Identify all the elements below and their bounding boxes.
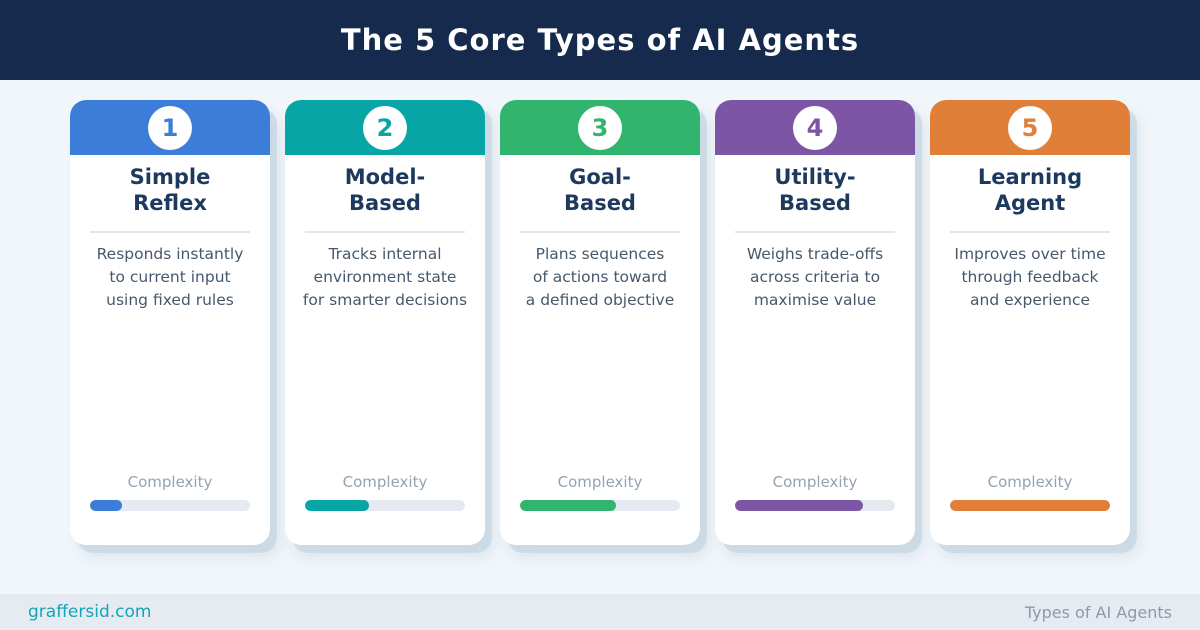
complexity-fill xyxy=(305,500,369,511)
complexity-fill xyxy=(735,500,863,511)
card-header: 5 xyxy=(930,100,1130,155)
card-title: Simple Reflex xyxy=(129,165,211,216)
page-title: The 5 Core Types of AI Agents xyxy=(340,23,860,57)
cards-row: 1 Simple Reflex Responds instantly to cu… xyxy=(0,100,1200,545)
card-number: 1 xyxy=(161,113,179,142)
card-description: Weighs trade-offs across criteria to max… xyxy=(746,245,884,309)
number-badge: 1 xyxy=(148,105,192,150)
card-number: 2 xyxy=(376,113,394,142)
footer-site-url: graffersid.com xyxy=(28,602,152,622)
agent-card: 1 Simple Reflex Responds instantly to cu… xyxy=(70,100,270,545)
title-divider xyxy=(950,231,1110,234)
number-badge: 3 xyxy=(578,105,622,150)
complexity-track xyxy=(305,500,465,511)
complexity-track xyxy=(735,500,895,511)
title-divider xyxy=(90,231,250,234)
card-description: Improves over time through feedback and … xyxy=(954,245,1106,309)
card-title: Utility- Based xyxy=(774,165,856,216)
complexity-track xyxy=(90,500,250,511)
agent-card: 4 Utility- Based Weighs trade-offs acros… xyxy=(715,100,915,545)
agent-card: 2 Model- Based Tracks internal environme… xyxy=(285,100,485,545)
card-description: Tracks internal environment state for sm… xyxy=(302,245,468,309)
number-badge: 4 xyxy=(793,105,837,150)
card-number: 4 xyxy=(806,113,824,142)
card-description: Responds instantly to current input usin… xyxy=(96,245,244,309)
title-divider xyxy=(520,231,680,234)
header-bar: The 5 Core Types of AI Agents xyxy=(0,0,1200,80)
complexity-label: Complexity xyxy=(127,473,213,491)
number-badge: 2 xyxy=(363,105,407,150)
card-header: 4 xyxy=(715,100,915,155)
card-header: 3 xyxy=(500,100,700,155)
complexity-fill xyxy=(520,500,616,511)
complexity-track xyxy=(950,500,1110,511)
title-divider xyxy=(735,231,895,234)
complexity-track xyxy=(520,500,680,511)
complexity-fill xyxy=(90,500,122,511)
complexity-label: Complexity xyxy=(342,473,428,491)
title-divider xyxy=(305,231,465,234)
card-title: Model- Based xyxy=(344,165,426,216)
number-badge: 5 xyxy=(1008,105,1052,150)
card-number: 5 xyxy=(1021,113,1039,142)
complexity-label: Complexity xyxy=(987,473,1073,491)
card-description: Plans sequences of actions toward a defi… xyxy=(525,245,675,309)
footer-bar: graffersid.com Types of AI Agents xyxy=(0,594,1200,630)
footer-caption: Types of AI Agents xyxy=(1024,602,1172,622)
card-title: Learning Agent xyxy=(977,165,1083,216)
card-number: 3 xyxy=(591,113,609,142)
card-title: Goal- Based xyxy=(564,165,636,216)
agent-card: 5 Learning Agent Improves over time thro… xyxy=(930,100,1130,545)
complexity-fill xyxy=(950,500,1110,511)
agent-card: 3 Goal- Based Plans sequences of actions… xyxy=(500,100,700,545)
card-header: 1 xyxy=(70,100,270,155)
complexity-label: Complexity xyxy=(557,473,643,491)
complexity-label: Complexity xyxy=(772,473,858,491)
card-header: 2 xyxy=(285,100,485,155)
